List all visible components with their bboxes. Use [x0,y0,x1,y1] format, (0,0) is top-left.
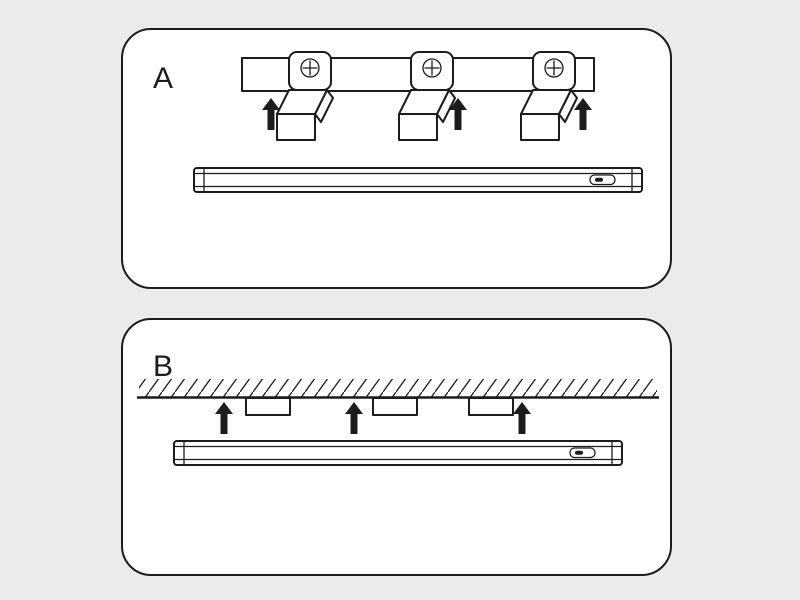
ceiling-clip-icon [468,397,514,416]
up-arrow-icon [215,402,233,434]
panel-b-label: B [153,350,173,383]
panel-a-diagram: A [153,51,643,193]
panel-a-label: A [153,62,173,95]
ceiling-clip-icon [372,397,418,416]
panel-b: B [121,318,672,576]
light-fixture [193,167,643,193]
ceiling-clip-icon [245,397,291,416]
up-arrow-icon [574,98,592,130]
up-arrow-icon [345,402,363,434]
ceiling-hatch [139,379,657,397]
light-fixture [173,440,623,466]
up-arrow-icon [513,402,531,434]
panel-a: A [121,28,672,289]
panel-b-diagram: B [137,350,659,466]
